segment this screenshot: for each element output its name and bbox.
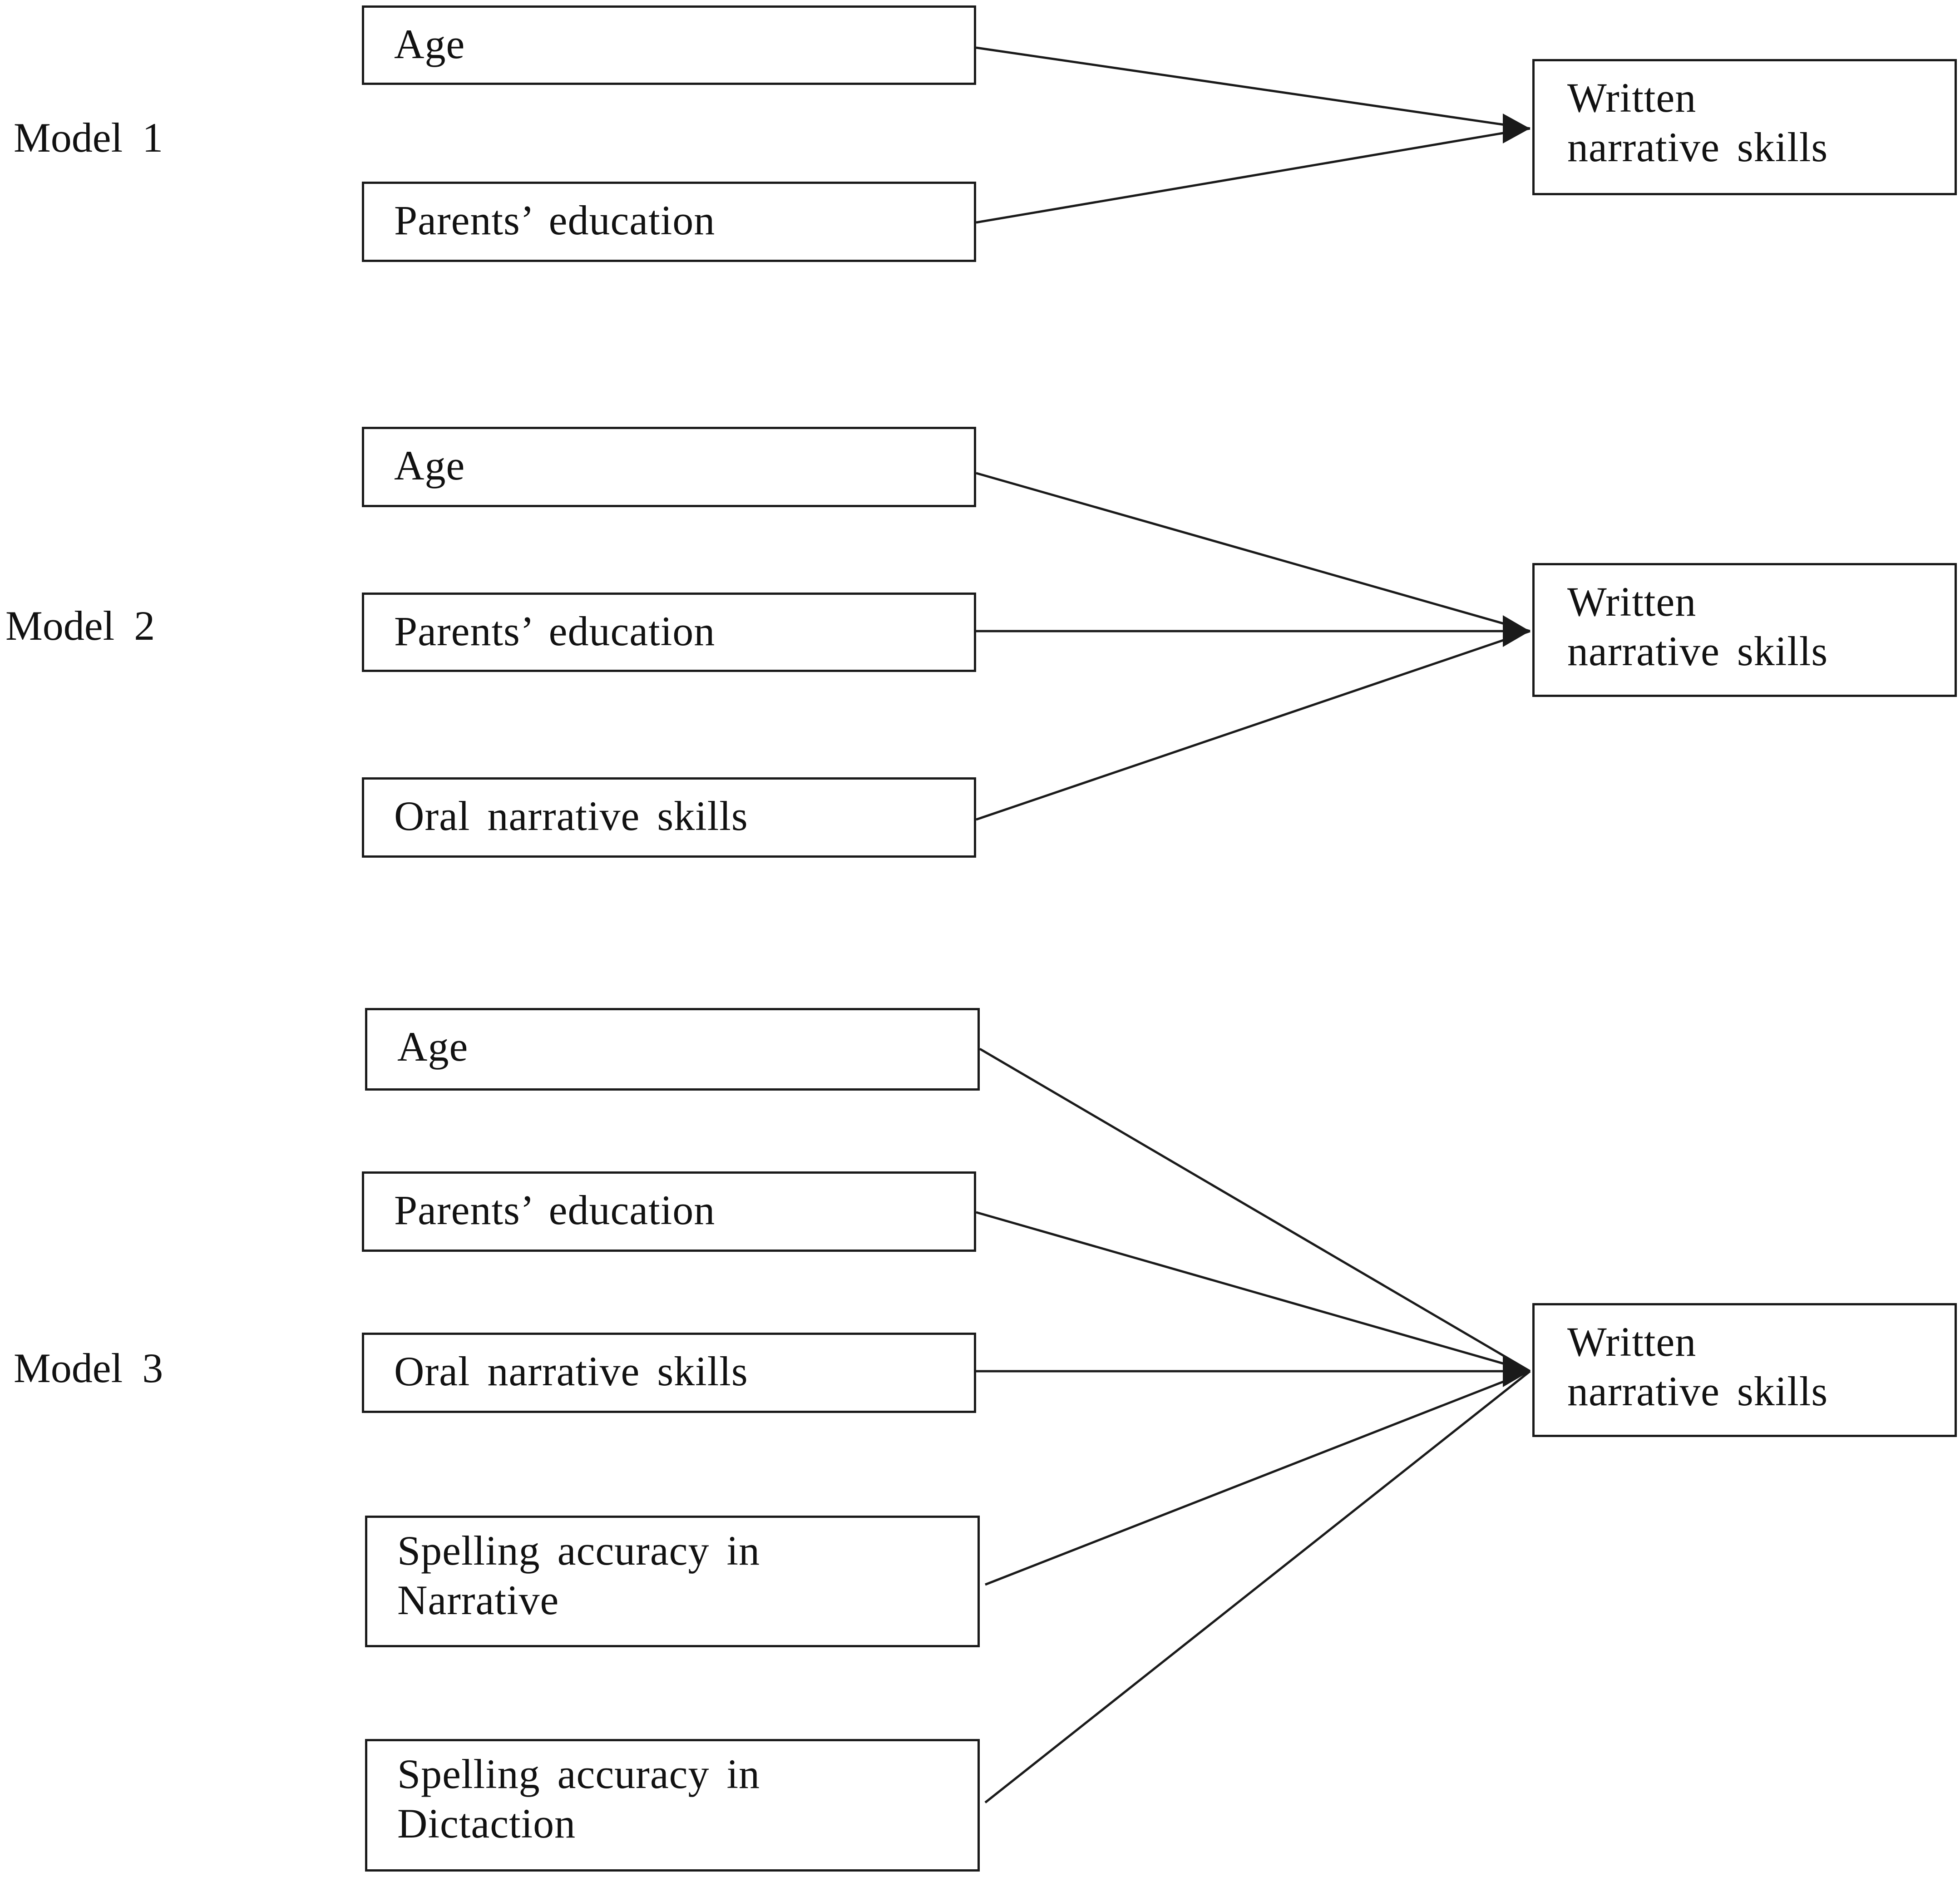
arrow-m1-parents-education [976,127,1530,224]
m3-predictor-spelling-dictation: Spelling accuracy in Dictaction [365,1739,980,1872]
m3-outcome-written-narrative: Written narrative skills [1532,1303,1957,1437]
arrow-m3-spelling-narrative [985,1370,1530,1586]
m1-outcome-written-narrative: Written narrative skills [1532,59,1957,195]
arrowhead-m1 [1503,114,1530,143]
arrow-m3-age [979,1047,1531,1373]
arrowhead-m3 [1503,1355,1530,1387]
arrowhead-m2 [1503,615,1530,647]
model-3-label: Model 3 [14,1345,163,1391]
m1-predictor-parents-education: Parents’ education [362,182,976,262]
arrow-m2-oral-narrative [976,630,1530,821]
arrow-m3-spelling-dictation [984,1370,1531,1803]
m3-predictor-spelling-narrative: Spelling accuracy in Narrative [365,1516,980,1647]
m2-predictor-oral-narrative: Oral narrative skills [362,777,976,858]
arrow-m1-age [976,46,1530,130]
model-2-label: Model 2 [5,603,155,649]
m1-predictor-age: Age [362,5,976,85]
arrow-m2-age [976,472,1530,632]
m2-outcome-written-narrative: Written narrative skills [1532,563,1957,697]
m3-predictor-oral-narrative: Oral narrative skills [362,1333,976,1413]
m3-predictor-parents-education: Parents’ education [362,1171,976,1252]
m2-predictor-age: Age [362,427,976,507]
m2-predictor-parents-education: Parents’ education [362,593,976,672]
m3-predictor-age: Age [365,1008,980,1091]
model-1-label: Model 1 [14,114,163,161]
arrow-m3-parents-education [976,1211,1530,1373]
